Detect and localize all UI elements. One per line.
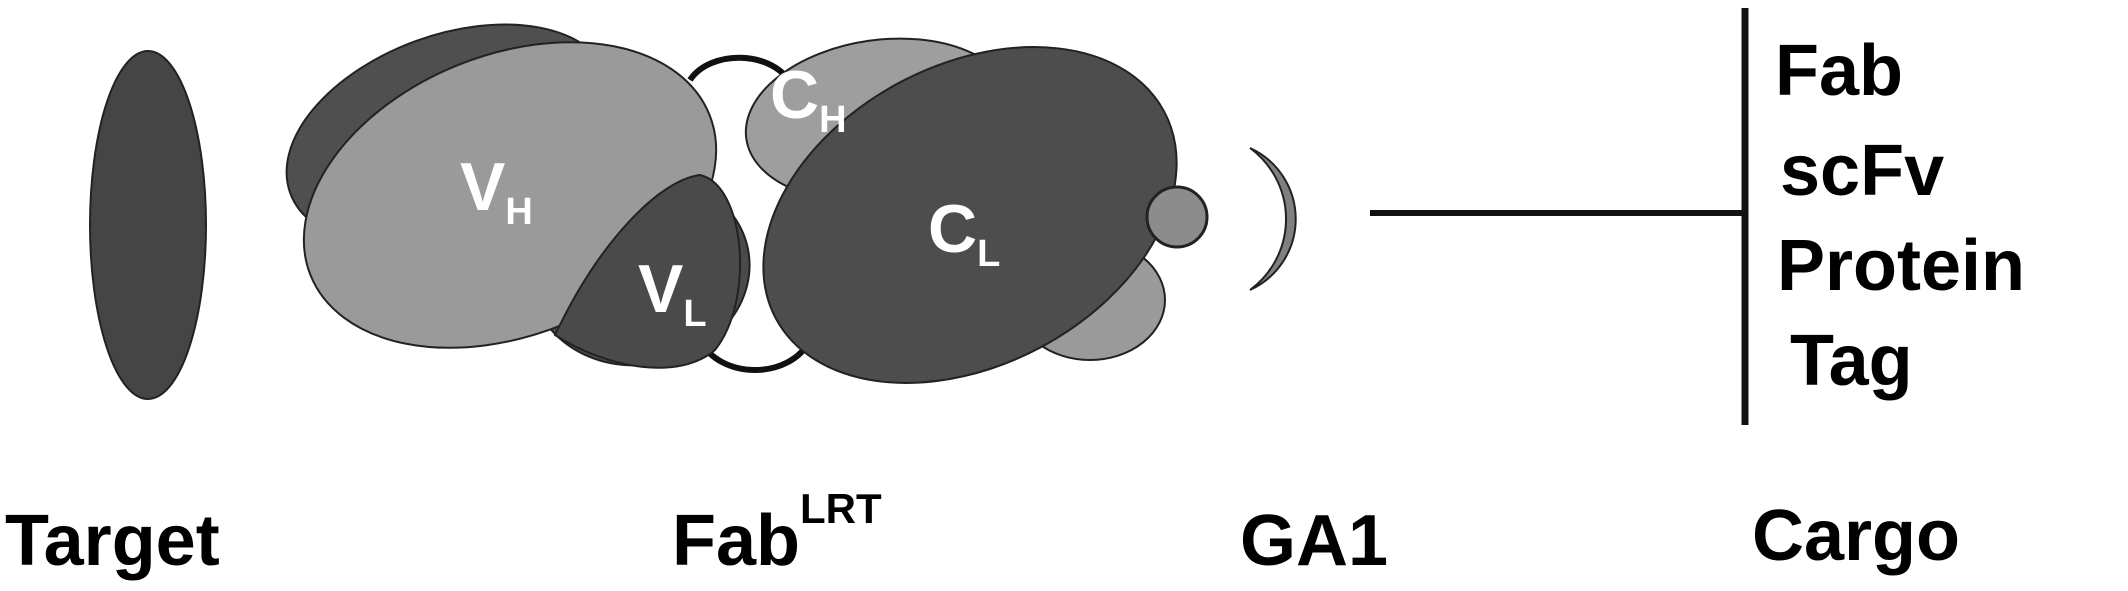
vl-label-sub: L	[683, 293, 706, 335]
cargo-item-scfv: scFv	[1780, 131, 1944, 211]
fab-label-sup: LRT	[800, 485, 882, 532]
cl-label-sub: L	[977, 233, 1000, 275]
ga1-crescent	[1249, 147, 1297, 291]
vh-label: VH	[460, 149, 533, 233]
vl-front-part	[553, 173, 742, 369]
ga1-label: GA1	[1240, 501, 1388, 581]
ch-label-sub: H	[819, 99, 846, 141]
vh-label-sub: H	[505, 191, 532, 233]
fab-label-main: Fab	[672, 501, 800, 581]
cargo-item-fab: Fab	[1775, 31, 1903, 111]
ch-label-main: C	[770, 57, 819, 133]
vl-label: VL	[638, 251, 707, 335]
cargo-item-tag: Tag	[1790, 321, 1913, 401]
target-ellipse	[89, 50, 207, 400]
cl-label-main: C	[928, 191, 977, 267]
vh-label-main: V	[460, 149, 505, 225]
cl-domain	[762, 46, 1178, 384]
tag-circle	[1145, 185, 1209, 249]
fab-label: FabLRT	[672, 485, 882, 581]
ch-label: CH	[770, 57, 847, 141]
target-label: Target	[5, 501, 220, 581]
cargo-item-protein: Protein	[1777, 226, 2025, 306]
vl-label-main: V	[638, 251, 683, 327]
cargo-label: Cargo	[1752, 496, 1960, 576]
linker-top	[687, 54, 793, 84]
cl-label: CL	[928, 191, 1000, 275]
